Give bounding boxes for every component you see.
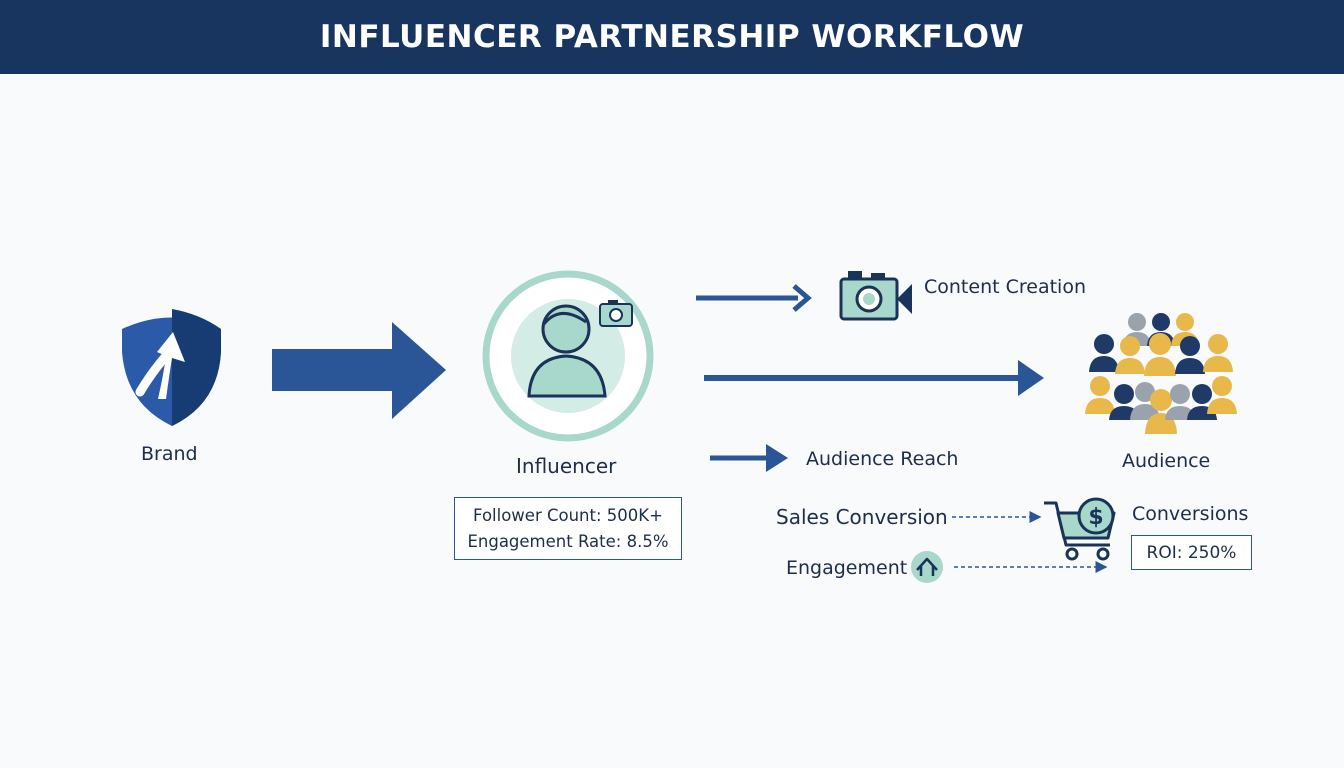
conversions-label: Conversions xyxy=(1132,503,1249,525)
audience-reach-arrow xyxy=(710,444,788,472)
roi-box: ROI: 250% xyxy=(1131,535,1252,570)
influencer-metrics-box: Follower Count: 500K+ Engagement Rate: 8… xyxy=(454,497,682,560)
content-creation-arrow xyxy=(696,284,812,312)
crowd-icon xyxy=(1085,313,1237,434)
engagement-rate: Engagement Rate: 8.5% xyxy=(467,531,669,551)
video-camera-icon xyxy=(839,271,912,321)
content-creation-label: Content Creation xyxy=(924,276,1086,298)
home-circle-icon xyxy=(911,551,943,583)
page-title: INFLUENCER PARTNERSHIP WORKFLOW xyxy=(319,19,1025,55)
shield-arrow-icon xyxy=(122,309,221,426)
influencer-label: Influencer xyxy=(516,454,617,478)
follower-count: Follower Count: 500K+ xyxy=(473,505,663,525)
svg-text:$: $ xyxy=(1088,505,1103,530)
audience-reach-label: Audience Reach xyxy=(806,448,959,470)
audience-label: Audience xyxy=(1122,450,1211,472)
engagement-label: Engagement xyxy=(786,557,908,579)
roi-value: ROI: 250% xyxy=(1146,542,1237,563)
sales-conversion-label: Sales Conversion xyxy=(776,505,948,529)
influencer-to-audience-arrow xyxy=(704,360,1044,396)
brand-to-influencer-arrow xyxy=(272,322,446,419)
camera-icon xyxy=(599,300,633,327)
shopping-cart-dollar-icon: $ xyxy=(1044,497,1116,561)
person-avatar-icon xyxy=(482,270,654,442)
brand-label: Brand xyxy=(141,443,198,465)
header-bar: INFLUENCER PARTNERSHIP WORKFLOW xyxy=(0,0,1344,74)
